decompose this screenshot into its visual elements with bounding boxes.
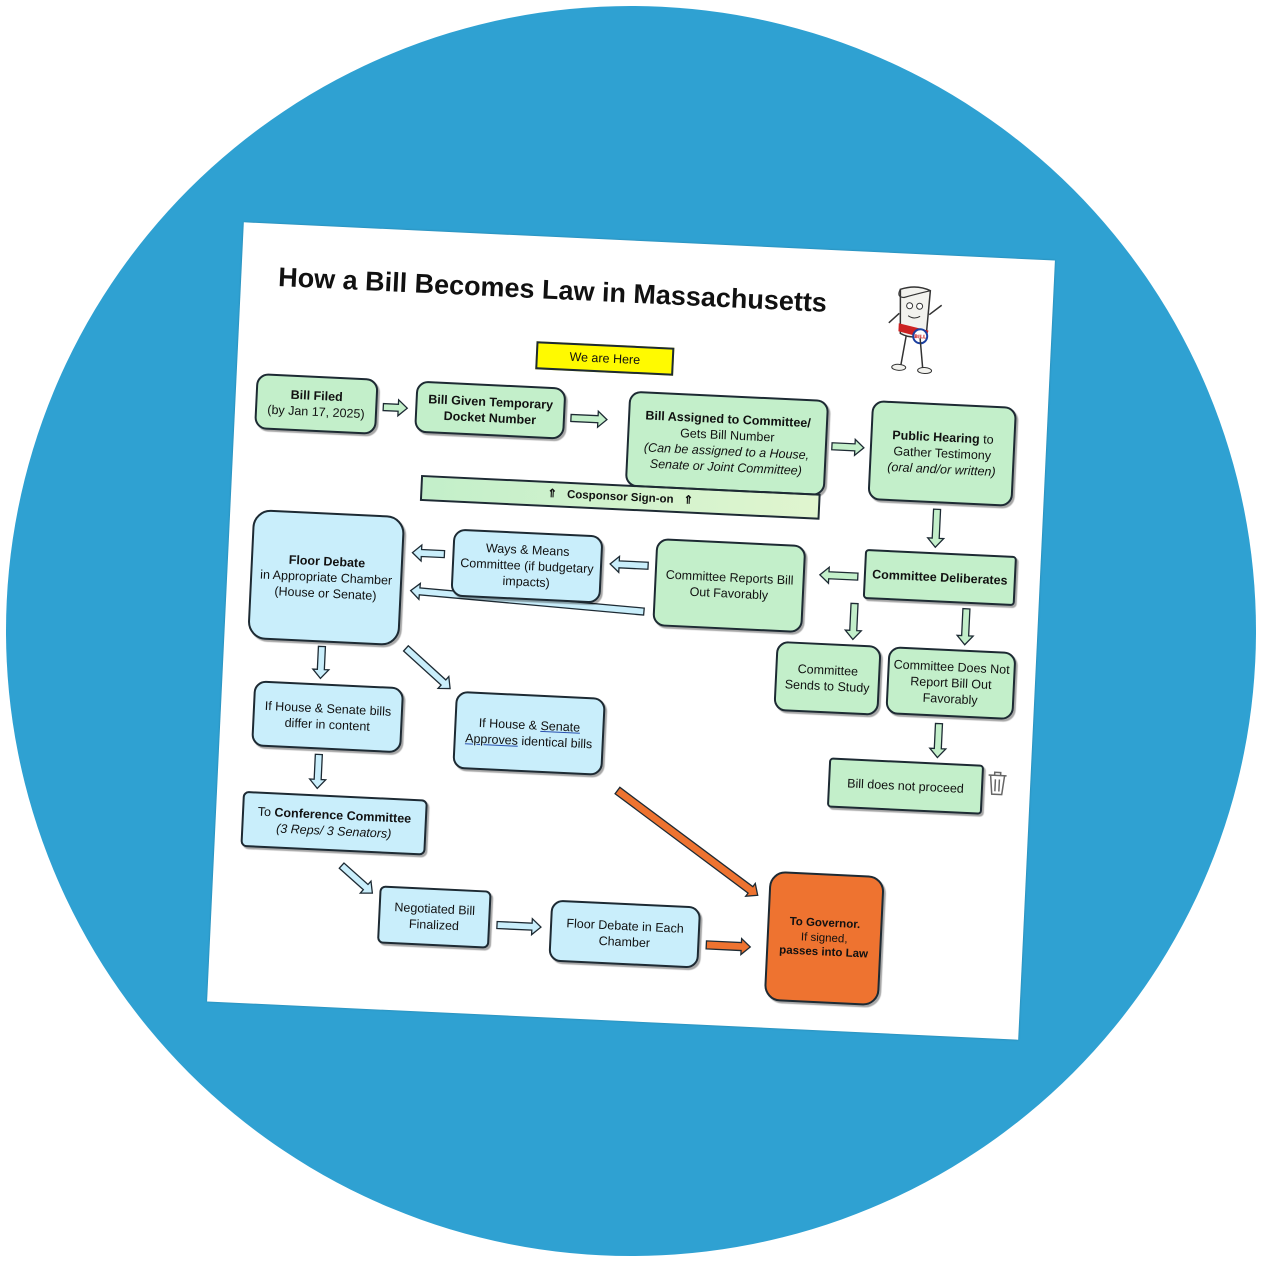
flow-arrow-icon xyxy=(308,753,328,790)
flow-arrow-icon xyxy=(496,917,542,937)
step-text: Floor Debate in Each Chamber xyxy=(566,916,685,951)
flow-arrow-icon xyxy=(843,602,863,641)
step-docket-number: Bill Given Temporary Docket Number xyxy=(414,380,567,440)
step-bills-differ: If House & Senate bills differ in conten… xyxy=(251,680,405,754)
up-arrow-icon: ⇑ xyxy=(547,487,558,500)
marker-label: We are Here xyxy=(569,349,641,367)
step-title: Committee Deliberates xyxy=(871,567,1008,588)
flow-arrow-icon xyxy=(831,437,865,457)
step-text: Committee Reports Bill Out Favorably xyxy=(665,567,794,603)
flow-arrow-icon xyxy=(609,554,649,574)
flow-arrow-icon xyxy=(818,565,859,585)
step-text: Negotiated Bill Finalized xyxy=(394,899,476,934)
step-text-underlined: Senate xyxy=(540,718,581,735)
flow-arrow-icon xyxy=(928,722,948,759)
step-floor-debate: Floor Debate in Appropriate Chamber (Hou… xyxy=(247,509,406,647)
step-note: (Can be assigned to a House, Senate or J… xyxy=(643,440,810,479)
flow-arrow-icon xyxy=(955,607,975,646)
step-floor-debate-each: Floor Debate in Each Chamber xyxy=(548,899,702,969)
flow-arrow-icon xyxy=(411,543,446,563)
mascot-label: BILL xyxy=(914,334,927,341)
step-governor: To Governor. If signed, passes into Law xyxy=(763,870,885,1007)
step-title: Public Hearing xyxy=(891,427,981,446)
bill-mascot-icon: BILL xyxy=(888,286,943,375)
step-bill-filed: Bill Filed (by Jan 17, 2025) xyxy=(254,373,379,435)
step-identical-bills: If House & Senate Approves identical bil… xyxy=(452,690,606,776)
up-arrow-icon: ⇑ xyxy=(683,493,694,507)
step-sends-to-study: Committee Sends to Study xyxy=(773,640,882,716)
step-text: Bill does not proceed xyxy=(846,776,965,796)
flow-arrow-icon xyxy=(382,398,409,418)
cosponsor-label: Cosponsor Sign-on xyxy=(566,488,674,506)
step-text: identical bills xyxy=(517,733,593,752)
step-public-hearing: Public Hearing to Gather Testimony (oral… xyxy=(867,400,1017,507)
step-committee-deliberates: Committee Deliberates xyxy=(862,548,1017,607)
step-title: To Governor. xyxy=(789,915,861,931)
step-does-not-proceed: Bill does not proceed xyxy=(826,757,985,815)
step-text: If House & xyxy=(478,715,541,733)
flow-arrow-icon xyxy=(614,786,759,898)
step-text: Committee Does Not Report Bill Out Favor… xyxy=(893,657,1010,708)
step-assigned-to-committee: Bill Assigned to Committee/ Gets Bill Nu… xyxy=(624,390,830,496)
step-title: Bill Given Temporary Docket Number xyxy=(427,391,554,428)
step-text: Ways & Means Committee (if budgetary imp… xyxy=(459,540,594,591)
step-does-not-report: Committee Does Not Report Bill Out Favor… xyxy=(885,646,1017,721)
step-text: To xyxy=(257,804,275,820)
flow-arrow-icon xyxy=(705,937,752,956)
step-negotiated-bill: Negotiated Bill Finalized xyxy=(377,885,492,949)
step-text: in Appropriate Chamber (House or Senate) xyxy=(259,567,393,604)
step-committee-reports: Committee Reports Bill Out Favorably xyxy=(652,538,807,634)
flowchart-sheet: How a Bill Becomes Law in Massachusetts … xyxy=(207,222,1055,1040)
step-title: passes into Law xyxy=(778,944,869,961)
step-text-underlined: Approves xyxy=(464,731,519,748)
flow-arrow-icon xyxy=(338,862,374,894)
step-conference-committee: To Conference Committee (3 Reps/ 3 Senat… xyxy=(240,790,428,856)
trash-icon xyxy=(988,771,1007,796)
step-text: (by Jan 17, 2025) xyxy=(267,402,365,422)
flow-arrow-icon xyxy=(311,645,331,680)
flow-arrow-icon xyxy=(570,409,608,429)
flow-arrow-icon xyxy=(402,644,451,690)
step-text: Committee Sends to Study xyxy=(784,661,870,696)
step-ways-and-means: Ways & Means Committee (if budgetary imp… xyxy=(450,528,604,604)
step-text: If House & Senate bills differ in conten… xyxy=(264,698,392,734)
flow-arrow-icon xyxy=(926,508,946,549)
